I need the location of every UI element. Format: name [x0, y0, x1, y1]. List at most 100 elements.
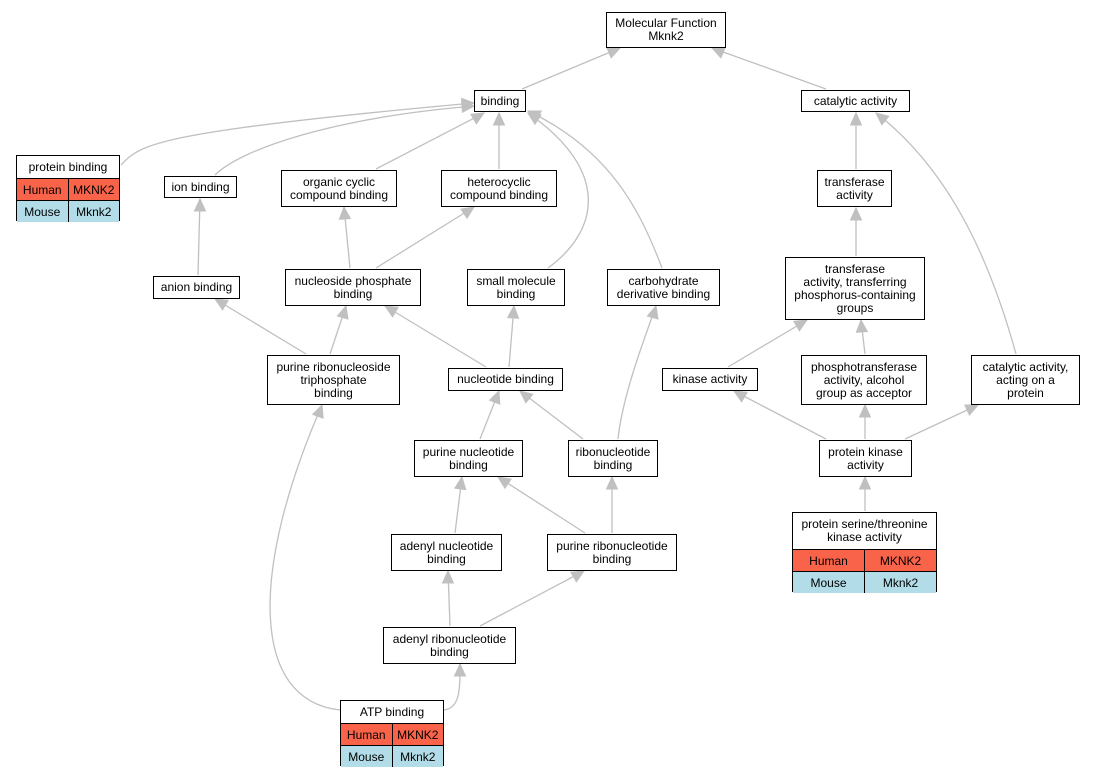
edge-line — [384, 305, 487, 368]
mouse-row: Mouse Mknk2 — [17, 200, 119, 222]
node-adenyl-nucleotide-binding: adenyl nucleotide binding — [391, 534, 502, 571]
node-label: purine ribonucleotide binding — [556, 538, 668, 566]
edge-line — [120, 102, 475, 166]
edge-arrowhead — [492, 111, 506, 126]
edge-line — [197, 198, 201, 276]
edge-arrowhead — [453, 662, 467, 677]
edge-line — [617, 305, 657, 440]
node-ion-binding: ion binding — [164, 176, 237, 198]
node-organic-cyclic-compound-binding: organic cyclic compound binding — [281, 170, 397, 207]
node-label: small molecule binding — [476, 273, 556, 301]
edge-arrowhead — [460, 206, 475, 220]
node-adenyl-ribonucleotide-binding: adenyl ribonucleotide binding — [383, 627, 516, 664]
species-label: Mouse — [348, 749, 385, 764]
mouse-row: Mouse Mknk2 — [793, 571, 936, 593]
human-row: Human MKNK2 — [341, 723, 443, 745]
node-label: adenyl ribonucleotide binding — [392, 631, 507, 659]
node-nucleoside-phosphate-binding: nucleoside phosphate binding — [285, 269, 421, 306]
edge-arrowhead — [470, 112, 486, 125]
edge-arrowhead — [519, 390, 534, 404]
edge-arrowhead — [461, 97, 476, 111]
edge-arrowhead — [383, 305, 399, 318]
node-heterocyclic-compound-binding: heterocyclic compound binding — [441, 170, 557, 207]
species-label: Mouse — [24, 204, 61, 219]
edge-arrowhead — [606, 47, 622, 59]
node-phosphotransferase-alcohol-acceptor: phosphotransferase activity, alcohol gro… — [801, 355, 927, 405]
node-label: carbohydrate derivative binding — [616, 273, 711, 301]
node-label: transferase activity, transferring phosp… — [794, 261, 916, 315]
node-label: ribonucleotide binding — [575, 444, 651, 472]
edge-arrowhead — [710, 47, 726, 59]
edge-arrowhead — [338, 205, 352, 220]
edge-arrowhead — [849, 111, 863, 126]
edge-arrowhead — [488, 389, 501, 405]
node-label: Molecular Function Mknk2 — [615, 16, 717, 43]
node-ribonucleotide-binding: ribonucleotide binding — [568, 440, 658, 477]
edge-arrowhead — [605, 475, 619, 490]
mouse-row: Mouse Mknk2 — [341, 745, 443, 767]
node-catalytic-activity: catalytic activity — [801, 90, 910, 112]
edge-arrowhead — [336, 304, 349, 320]
node-small-molecule-binding: small molecule binding — [467, 269, 565, 306]
gene-symbol: Mknk2 — [864, 572, 936, 593]
edge-arrowhead — [497, 476, 512, 490]
edge-arrowhead — [213, 298, 229, 311]
node-label: protein kinase activity — [828, 444, 903, 472]
node-label: ion binding — [171, 179, 230, 194]
edge-arrowhead — [849, 206, 863, 221]
node-label: organic cyclic compound binding — [289, 174, 389, 202]
node-label: kinase activity — [672, 372, 748, 386]
edge-arrowhead — [506, 304, 520, 319]
edge-arrowhead — [855, 318, 869, 333]
edge-arrowhead — [964, 404, 980, 416]
node-binding: binding — [474, 90, 526, 112]
species-label: Human — [22, 182, 62, 197]
node-label: anion binding — [160, 280, 233, 294]
edge-line — [375, 206, 475, 269]
edge-arrowhead — [570, 570, 586, 583]
node-label: purine nucleotide binding — [422, 444, 515, 472]
edge-arrowhead — [875, 112, 890, 126]
gene-symbol: MKNK2 — [67, 179, 120, 200]
node-label: phosphotransferase activity, alcohol gro… — [810, 359, 918, 400]
edge-arrowhead — [646, 304, 659, 320]
human-row: Human MKNK2 — [17, 178, 119, 200]
edge-arrowhead — [732, 390, 748, 403]
node-anion-binding: anion binding — [153, 276, 240, 299]
node-label: binding — [480, 93, 520, 108]
node-label: nucleotide binding — [457, 372, 554, 386]
edge-arrowhead — [793, 319, 809, 332]
node-nucleotide-binding: nucleotide binding — [448, 368, 563, 391]
node-catalytic-activity-on-protein: catalytic activity, acting on a protein — [971, 355, 1080, 405]
edge-line — [521, 47, 621, 90]
edge-line — [875, 112, 1017, 355]
gene-symbol: MKNK2 — [864, 550, 936, 571]
species-label: Human — [346, 727, 386, 742]
edge-line — [527, 110, 663, 269]
species-label: Mouse — [810, 575, 847, 590]
edge-line — [479, 570, 585, 627]
edge-line — [269, 404, 341, 711]
edge-line — [497, 476, 586, 534]
human-row: Human MKNK2 — [793, 549, 936, 571]
node-label: purine ribonucleoside triphosphate bindi… — [276, 359, 391, 400]
node-purine-ribonucleoside-triphosphate-binding: purine ribonucleoside triphosphate bindi… — [267, 355, 400, 405]
node-carbohydrate-derivative-binding: carbohydrate derivative binding — [607, 269, 720, 306]
node-purine-nucleotide-binding: purine nucleotide binding — [414, 440, 523, 477]
annotated-node-atp-binding: ATP binding Human MKNK2 Mouse Mknk2 — [340, 700, 444, 767]
gene-symbol: Mknk2 — [391, 746, 444, 767]
gene-symbol: Mknk2 — [67, 201, 120, 222]
annotated-node-title: protein serine/threonine kinase activity — [801, 517, 928, 544]
node-protein-kinase-activity: protein kinase activity — [819, 440, 912, 477]
edge-line — [711, 47, 827, 90]
edge-arrowhead — [526, 110, 542, 122]
gene-symbol: MKNK2 — [391, 724, 444, 745]
node-label: adenyl nucleotide binding — [399, 538, 494, 566]
edge-arrowhead — [193, 197, 207, 212]
node-label: transferase activity — [824, 174, 885, 202]
annotated-node-protein-binding: protein binding Human MKNK2 Mouse Mknk2 — [16, 155, 120, 222]
edge-arrowhead — [311, 403, 324, 419]
edge-line — [214, 298, 307, 355]
node-purine-ribonucleotide-binding: purine ribonucleotide binding — [547, 534, 677, 571]
